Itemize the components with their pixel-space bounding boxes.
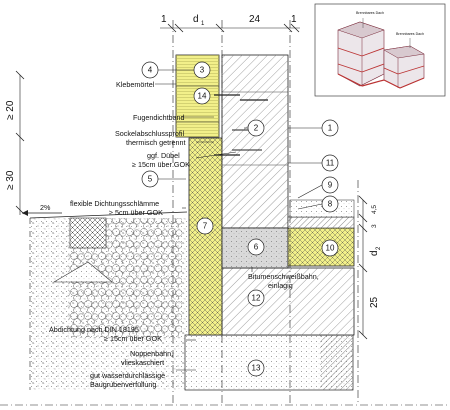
marker-4: 4 — [141, 61, 159, 79]
marker-5: 5 — [141, 170, 159, 188]
marker-13: 13 — [247, 359, 265, 377]
svg-text:12: 12 — [252, 294, 261, 303]
label-sockel-2: thermisch getrennt — [126, 138, 186, 147]
dim-right-d2: d — [369, 250, 380, 256]
annotation-labels: Klebemörtel Fugendichtband Sockelabschlu… — [49, 80, 319, 389]
marker-9: 9 — [321, 176, 339, 194]
backfill-soil — [29, 211, 188, 390]
marker-3: 3 — [193, 61, 211, 79]
marker-6: 6 — [247, 238, 265, 256]
dim-right-d2-sub: 2 — [376, 246, 382, 250]
dim-left-30: ≥ 30 — [5, 170, 16, 190]
marker-8: 8 — [321, 195, 339, 213]
label-klebermortel: Klebemörtel — [116, 80, 155, 89]
label-duebel-2: ≥ 15cm über GOK — [132, 160, 190, 169]
marker-10: 10 — [321, 239, 339, 257]
dim-top-24: 24 — [249, 14, 261, 25]
masonry-wall — [214, 54, 289, 229]
svg-text:2: 2 — [254, 124, 259, 133]
label-abdichtung-2: ≥ 15cm über GOK — [104, 334, 162, 343]
svg-text:14: 14 — [198, 92, 207, 101]
marker-1: 1 — [321, 119, 339, 137]
label-schlaemme-2: ≥ 5cm über GOK — [109, 208, 163, 217]
svg-text:11: 11 — [326, 159, 335, 168]
inset-building-sketch: Brennbares Dach Brennbares Dach — [314, 3, 446, 97]
label-noppen-2: vlieskaschiert — [121, 358, 164, 367]
dim-top-1b: 1 — [291, 14, 297, 25]
svg-text:8: 8 — [328, 200, 333, 209]
floor-insulation — [287, 199, 355, 267]
slope-indicator: 2% — [22, 203, 62, 216]
svg-text:9: 9 — [328, 181, 333, 190]
label-abdichtung-1: Abdichtung nach DIN 18195 — [49, 325, 139, 334]
svg-text:6: 6 — [254, 243, 259, 252]
svg-text:1: 1 — [328, 124, 333, 133]
top-dimension-chain: 1 d 1 24 1 — [160, 14, 300, 33]
marker-11: 11 — [321, 154, 339, 172]
label-schlaemme-1: flexible Dichtungsschlämme — [70, 199, 159, 208]
label-bitumen-2: einlagig — [268, 281, 293, 290]
svg-text:5: 5 — [148, 175, 153, 184]
marker-12: 12 — [247, 289, 265, 307]
perimeter-insulation — [188, 137, 223, 336]
dim-left-20: ≥ 20 — [5, 100, 16, 120]
label-verfuellung-2: Baugrubenverfüllung — [90, 380, 156, 389]
inset-label-bottom: Brennbares Dach — [396, 32, 424, 36]
compacted-gravel — [184, 334, 354, 391]
svg-text:13: 13 — [252, 364, 261, 373]
callout-markers: 1 2 3 4 5 6 7 8 9 10 11 12 13 14 — [141, 61, 339, 377]
dim-top-d1: d — [193, 14, 199, 25]
dim-right-45: 4,5 — [371, 205, 378, 214]
slope-label: 2% — [40, 203, 51, 212]
label-fugendichtband: Fugendichtband — [133, 113, 185, 122]
svg-text:4: 4 — [148, 66, 153, 75]
dim-top-1: 1 — [161, 14, 167, 25]
label-duebel-1: ggf. Dübel — [147, 151, 180, 160]
label-verfuellung-1: gut wasserdurchlässige — [90, 371, 165, 380]
svg-text:3: 3 — [200, 66, 205, 75]
right-dimension-chain: 4,5 3 d 2 25 — [358, 195, 382, 340]
marker-14: 14 — [193, 87, 211, 105]
dim-right-3: 3 — [371, 224, 378, 228]
dim-top-d1-sub: 1 — [201, 21, 205, 27]
svg-text:7: 7 — [203, 222, 208, 231]
marker-7: 7 — [196, 217, 214, 235]
svg-text:10: 10 — [326, 244, 335, 253]
marker-2: 2 — [247, 119, 265, 137]
dim-right-25: 25 — [369, 296, 380, 308]
label-bitumen-1: Bitumenschweißbahn, — [248, 272, 319, 281]
left-dimension-chain: ≥ 20 ≥ 30 — [5, 70, 25, 215]
drain-pipe — [52, 217, 113, 283]
leader-lines — [155, 69, 323, 371]
inset-label-top: Brennbares Dach — [356, 11, 384, 15]
label-noppen-1: Noppenbahn, — [130, 349, 173, 358]
label-sockel-1: Sockelabschlussprofil — [115, 129, 185, 138]
foundation-slab — [221, 267, 355, 336]
